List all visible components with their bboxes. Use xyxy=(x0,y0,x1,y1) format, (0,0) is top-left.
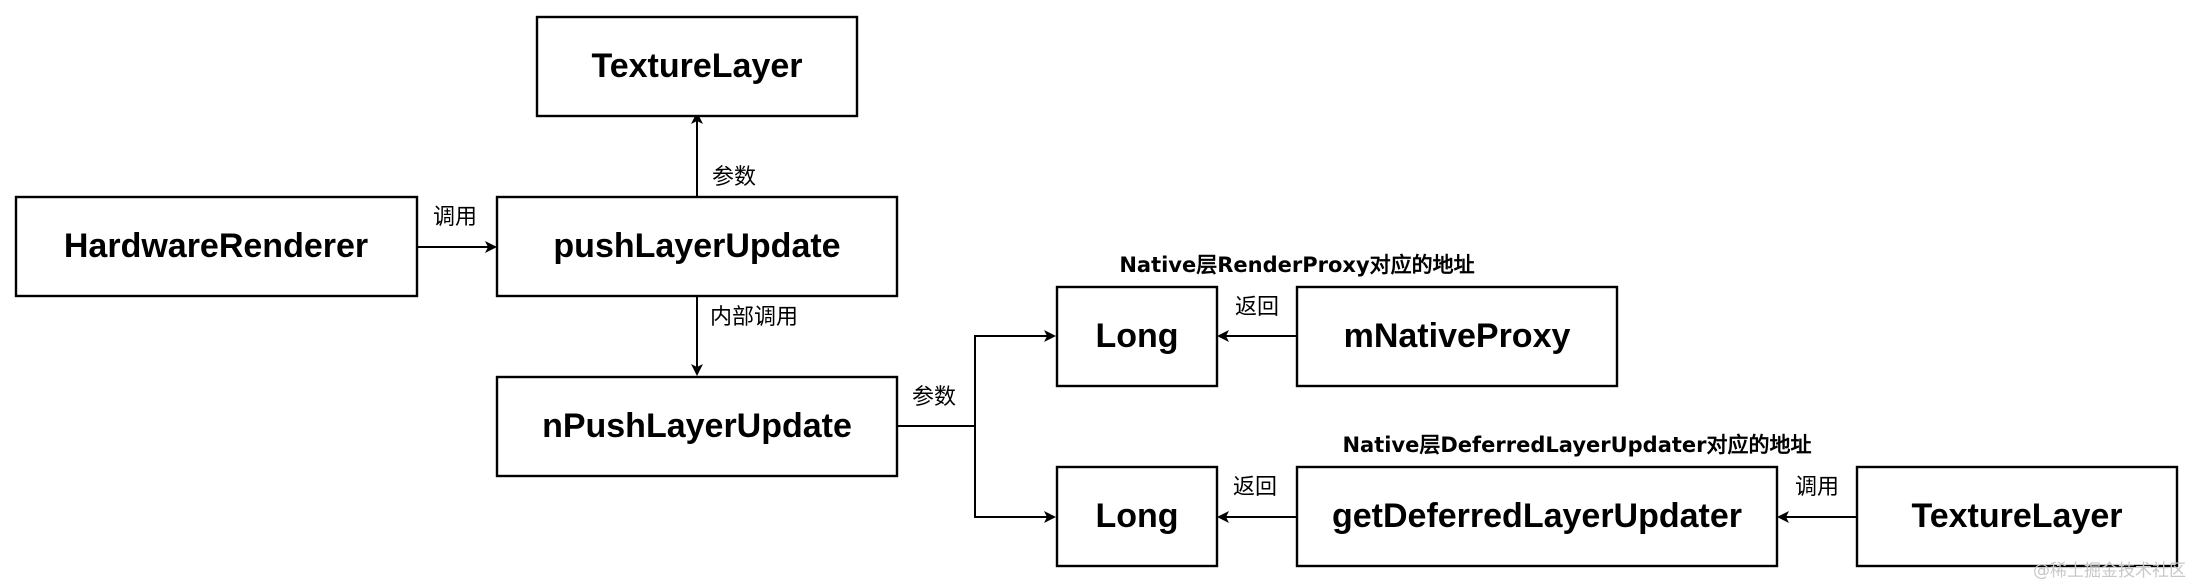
node-label: Long xyxy=(1095,317,1178,355)
node-label: getDeferredLayerUpdater xyxy=(1332,497,1742,535)
node-n-push-layer-update: nPushLayerUpdate xyxy=(495,375,899,478)
node-label: HardwareRenderer xyxy=(64,227,368,265)
node-long-top: Long xyxy=(1055,285,1219,388)
node-texture-layer-bottom: TextureLayer xyxy=(1855,465,2179,568)
node-label: pushLayerUpdate xyxy=(553,227,840,265)
edges xyxy=(417,112,1857,523)
note-deferred-updater-address: Native层DeferredLayerUpdater对应的地址 xyxy=(1342,433,1811,457)
node-m-native-proxy: mNativeProxy xyxy=(1295,285,1619,388)
node-label: Long xyxy=(1095,497,1178,535)
node-label: nPushLayerUpdate xyxy=(542,407,852,445)
node-label: mNativeProxy xyxy=(1344,317,1571,355)
node-label: TextureLayer xyxy=(1911,497,2122,535)
node-get-deferred-layer-updater: getDeferredLayerUpdater xyxy=(1295,465,1779,568)
edge-label-internal-call: 内部调用 xyxy=(710,305,798,330)
edge-npush-to-long-bottom xyxy=(974,426,1056,523)
node-hardware-renderer: HardwareRenderer xyxy=(14,195,419,298)
node-long-bottom: Long xyxy=(1055,465,1219,568)
edge-label-call-left: 调用 xyxy=(433,205,477,230)
node-texture-layer-top: TextureLayer xyxy=(535,15,859,118)
edge-label-param-top: 参数 xyxy=(712,165,756,190)
node-label: TextureLayer xyxy=(591,47,802,85)
node-push-layer-update: pushLayerUpdate xyxy=(495,195,899,298)
edge-label-param-mid: 参数 xyxy=(912,385,956,410)
watermark: @稀土掘金技术社区 xyxy=(2033,561,2186,581)
edge-label-return-top: 返回 xyxy=(1235,295,1279,320)
note-render-proxy-address: Native层RenderProxy对应的地址 xyxy=(1119,253,1474,277)
edge-label-return-bottom: 返回 xyxy=(1233,475,1277,500)
edge-npush-to-long-top xyxy=(897,330,1056,427)
edge-label-call-right: 调用 xyxy=(1795,475,1839,500)
